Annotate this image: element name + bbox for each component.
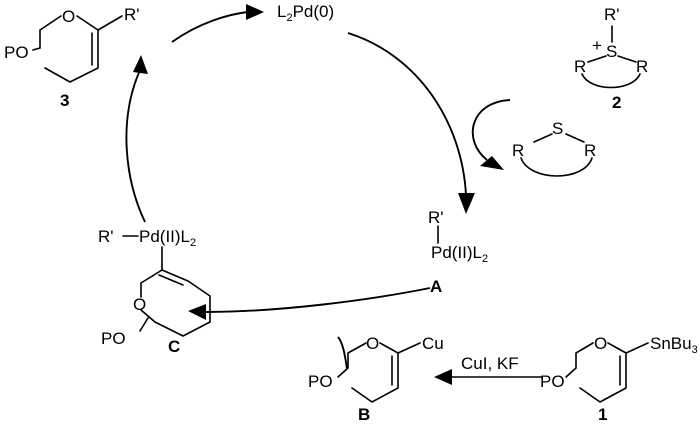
svg-text:R': R' bbox=[124, 5, 140, 24]
svg-text:B: B bbox=[358, 405, 370, 424]
sulfide-byproduct: R S R bbox=[512, 119, 596, 177]
intermediate-C: R' Pd(II)L2 O PO C bbox=[98, 227, 211, 356]
svg-text:CuI, KF: CuI, KF bbox=[461, 354, 519, 373]
svg-text:O: O bbox=[133, 295, 146, 314]
svg-text:R: R bbox=[636, 57, 648, 76]
intermediate-A: R' Pd(II)L2 A bbox=[428, 208, 488, 296]
catalyst-label: L2Pd(0) bbox=[277, 2, 334, 24]
svg-text:R: R bbox=[574, 57, 586, 76]
cuprate-B: O Cu PO B bbox=[308, 334, 444, 424]
svg-text:O: O bbox=[594, 334, 607, 353]
svg-text:Cu: Cu bbox=[422, 334, 444, 353]
svg-text:PO: PO bbox=[308, 372, 333, 391]
svg-text:L2Pd(0): L2Pd(0) bbox=[277, 2, 334, 24]
svg-text:2: 2 bbox=[612, 93, 621, 112]
arrowhead-sulfide-exit bbox=[480, 156, 504, 170]
svg-text:R': R' bbox=[604, 5, 620, 24]
svg-text:R': R' bbox=[428, 208, 444, 227]
svg-text:3: 3 bbox=[60, 91, 69, 110]
svg-text:PO: PO bbox=[4, 43, 29, 62]
svg-text:S: S bbox=[552, 119, 563, 138]
arrowhead-to-A bbox=[458, 193, 475, 214]
svg-text:C: C bbox=[168, 337, 180, 356]
svg-text:R': R' bbox=[98, 227, 114, 246]
sulfonium-2: R' + S R R 2 bbox=[574, 5, 648, 112]
arc-left bbox=[125, 69, 146, 223]
svg-text:O: O bbox=[366, 334, 379, 353]
svg-text:SnBu3: SnBu3 bbox=[650, 334, 698, 356]
arrowhead-to-C bbox=[188, 304, 206, 320]
svg-text:A: A bbox=[430, 277, 442, 296]
svg-text:+: + bbox=[592, 36, 602, 55]
svg-text:R: R bbox=[512, 141, 524, 160]
svg-text:PO: PO bbox=[540, 372, 565, 391]
arc-bottom bbox=[204, 287, 431, 313]
svg-text:R: R bbox=[584, 141, 596, 160]
svg-text:O: O bbox=[62, 7, 75, 26]
stannane-1: O SnBu3 PO 1 bbox=[540, 334, 698, 424]
svg-text:Pd(II)L2: Pd(II)L2 bbox=[139, 227, 196, 249]
cycle-arrows bbox=[125, 4, 511, 370]
svg-text:PO: PO bbox=[101, 329, 126, 348]
arc-top-left bbox=[171, 11, 249, 43]
arrowhead-to-3 bbox=[133, 55, 148, 74]
stannane-to-cuprate-arrow: CuI, KF bbox=[434, 354, 543, 385]
arrowhead-to-catalyst bbox=[246, 4, 264, 20]
arc-B-entry bbox=[337, 336, 348, 370]
svg-text:Pd(II)L2: Pd(II)L2 bbox=[431, 243, 488, 265]
arrow-sulfonium-entry bbox=[471, 99, 511, 161]
product-3: O R' PO 3 bbox=[4, 5, 140, 110]
svg-text:1: 1 bbox=[598, 405, 607, 424]
arc-top-right bbox=[347, 32, 467, 196]
svg-text:S: S bbox=[606, 42, 617, 61]
